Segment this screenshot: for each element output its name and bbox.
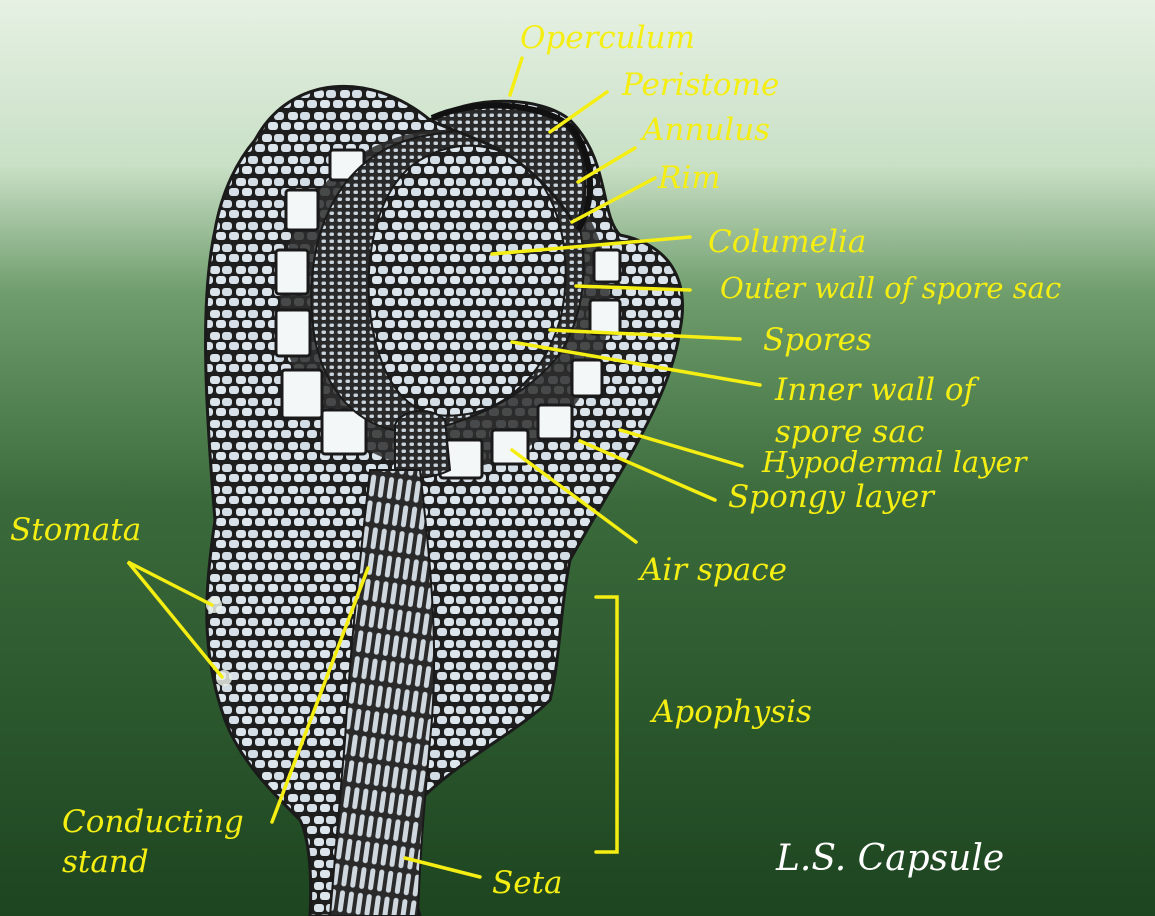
label-conducting-2: stand xyxy=(62,844,149,880)
diagram-title: L.S. Capsule xyxy=(775,838,1004,879)
label-annulus: Annulus xyxy=(639,112,770,148)
label-peristome: Peristome xyxy=(621,67,779,103)
label-seta: Seta xyxy=(492,865,563,901)
label-spongy: Spongy layer xyxy=(728,479,936,515)
label-air-space: Air space xyxy=(637,552,787,588)
label-hypodermal: Hypodermal layer xyxy=(761,445,1029,479)
label-operculum: Operculum xyxy=(520,20,695,56)
label-apophysis: Apophysis xyxy=(649,694,812,730)
label-conducting-1: Conducting xyxy=(62,804,244,840)
label-rim: Rim xyxy=(657,160,721,196)
label-inner-wall-1: Inner wall of xyxy=(774,372,981,408)
label-spores: Spores xyxy=(763,322,872,358)
label-outer-wall: Outer wall of spore sac xyxy=(720,271,1061,305)
label-columella: Columelia xyxy=(708,224,866,260)
columella-base xyxy=(395,411,450,478)
label-stomata: Stomata xyxy=(10,512,141,548)
